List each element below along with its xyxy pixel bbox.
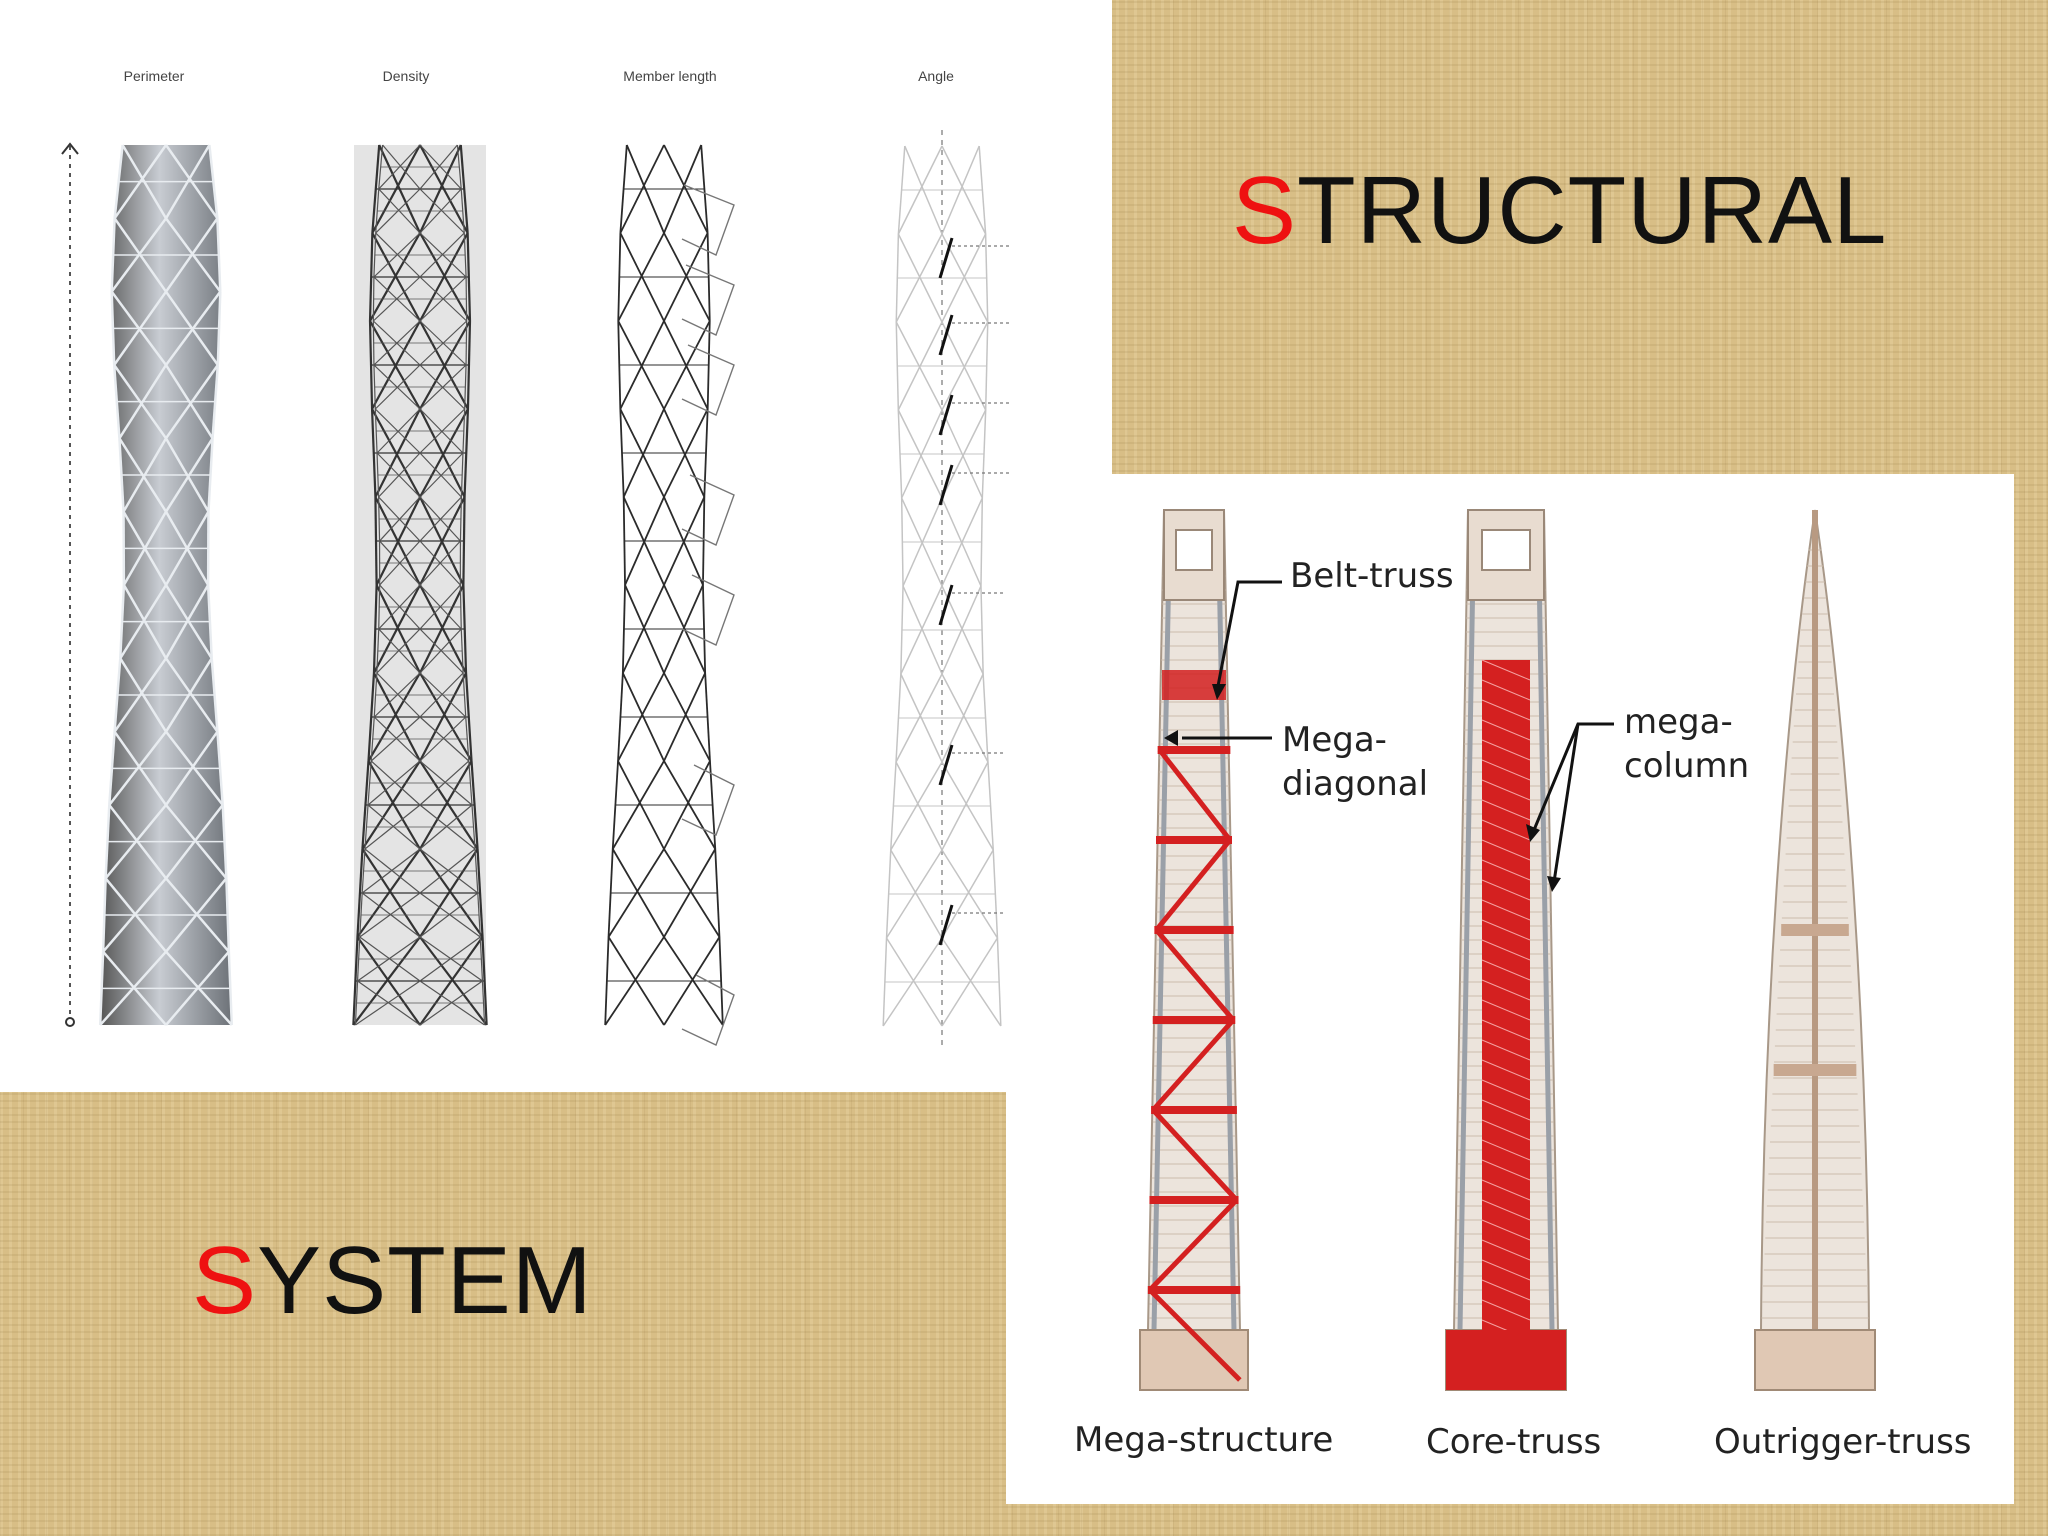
title-system-rest: YSTEM <box>257 1227 593 1334</box>
angle-tower-angle-mark <box>938 744 954 786</box>
density-tower <box>352 144 488 1026</box>
angle-tower-angle-mark <box>938 464 954 506</box>
perimeter-tower-grid <box>98 144 234 1026</box>
label-belt-truss: Belt-truss <box>1290 556 1454 596</box>
angle-tower-angle-mark <box>938 314 954 356</box>
core-truss-tower-core <box>1482 660 1530 1340</box>
density-tower-grid-fine <box>354 144 486 1026</box>
column-label-member-length: Member length <box>623 68 717 84</box>
core-truss-tower <box>1445 509 1567 1391</box>
structural-systems-panel: Belt-truss Mega- diagonal mega- column M… <box>1006 474 2014 1504</box>
angle-tower-angle-mark <box>938 394 954 436</box>
mega-structure-tower-diagonals <box>1147 746 1242 1382</box>
mega-structure-tower-base <box>1139 1329 1249 1391</box>
density-tower-grid <box>352 144 488 1026</box>
mega-column-leader-1 <box>1532 722 1614 831</box>
member-length-tower-grid <box>604 144 724 1026</box>
title-structural-rest: TRUCTURAL <box>1297 157 1888 264</box>
angle-tower <box>882 130 1010 1050</box>
height-axis <box>61 142 79 1027</box>
core-truss-tower-opening <box>1481 529 1531 571</box>
belt-truss-arrowhead <box>1212 684 1226 700</box>
angle-tower-angle-mark <box>938 237 954 279</box>
title-structural: STRUCTURAL <box>1232 156 1887 266</box>
member-length-dimension <box>681 574 735 646</box>
annotation-arrows <box>1164 580 1614 892</box>
member-length-tower <box>604 144 735 1046</box>
core-truss-tower-column-left <box>1457 509 1477 1331</box>
label-outrigger-truss: Outrigger-truss <box>1714 1422 1972 1462</box>
angle-tower-grid <box>882 145 1002 1027</box>
label-mega-column-line1: mega- <box>1624 702 1733 742</box>
member-length-dimension <box>681 184 735 256</box>
column-label-perimeter: Perimeter <box>123 68 185 84</box>
outrigger-truss-tower-outrigger <box>1781 924 1849 936</box>
title-system: SYSTEM <box>192 1226 593 1336</box>
member-length-dimension <box>681 764 735 836</box>
mega-diagonal-arrowhead <box>1164 730 1178 746</box>
label-mega-diagonal-line1: Mega- <box>1282 720 1387 760</box>
outrigger-truss-tower-base <box>1754 1329 1876 1391</box>
label-mega-structure: Mega-structure <box>1074 1420 1334 1460</box>
mega-column-leader-2 <box>1552 723 1580 883</box>
angle-tower-angle-mark <box>938 904 954 946</box>
core-truss-tower-base <box>1446 1330 1566 1390</box>
label-core-truss: Core-truss <box>1426 1422 1602 1462</box>
mega-column-arrowhead-2 <box>1547 876 1561 892</box>
mega-structure-tower <box>1139 509 1249 1391</box>
member-length-dimension <box>681 974 735 1046</box>
angle-tower-angle-mark <box>938 584 954 626</box>
core-truss-tower-column-right <box>1535 509 1555 1331</box>
tower-studies-panel: Perimeter Density Member length Angle <box>0 0 1112 1092</box>
title-structural-initial: S <box>1232 157 1298 264</box>
belt-truss-leader <box>1216 580 1282 687</box>
member-length-dimension <box>681 344 735 416</box>
title-system-initial: S <box>192 1227 258 1334</box>
column-label-density: Density <box>382 68 430 84</box>
label-mega-column-line2: column <box>1624 746 1750 786</box>
member-length-dimension <box>681 474 735 546</box>
label-mega-diagonal-line2: diagonal <box>1282 764 1429 804</box>
mega-column-arrowhead-1 <box>1526 824 1540 842</box>
member-length-dimension <box>681 264 735 336</box>
perimeter-tower <box>98 144 234 1026</box>
mega-structure-tower-opening <box>1175 529 1213 571</box>
outrigger-truss-tower <box>1754 509 1876 1391</box>
outrigger-truss-tower-outrigger <box>1773 1064 1857 1076</box>
column-label-angle: Angle <box>918 68 954 84</box>
core-truss-tower-core-bracing <box>1481 659 1531 1341</box>
